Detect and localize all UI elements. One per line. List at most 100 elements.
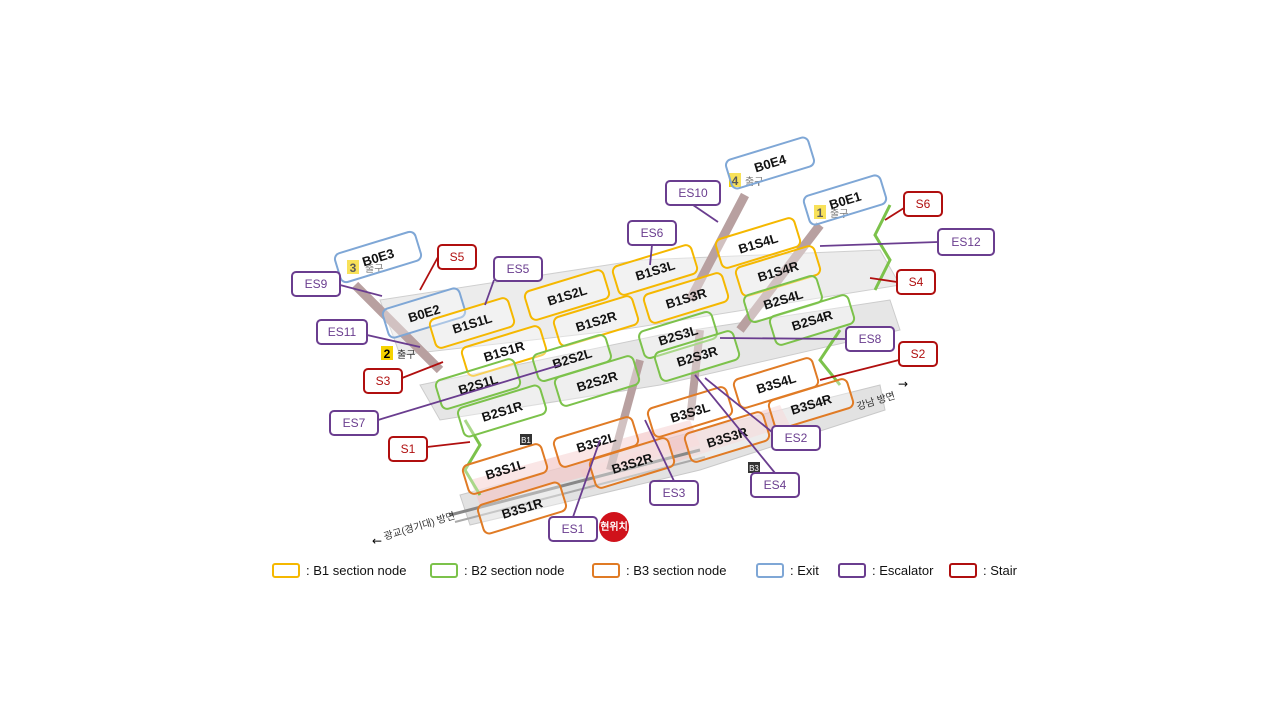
current-location-marker: [599, 512, 629, 542]
callout-es12: ES12: [937, 228, 995, 256]
callout-box: [750, 472, 800, 498]
callouts: ES9S5ES5ES11S3ES7S1ES1ES3ES4ES2ES8S2S4ES…: [291, 180, 995, 542]
legend-label: : Stair: [983, 562, 1017, 578]
callout-label: ES8: [859, 332, 882, 346]
leader-es5: [484, 279, 495, 306]
leader-es8: [719, 337, 847, 340]
exit-number-4: 4: [732, 174, 739, 188]
exit-number-badge: [347, 260, 359, 274]
callout-label: ES11: [328, 325, 357, 339]
legend-swatch: [592, 562, 620, 578]
node-b1s2l: B1S2L: [523, 269, 611, 321]
callout-label: ES2: [785, 431, 808, 445]
callout-es2: ES2: [771, 425, 821, 451]
node-b3s1r: B3S1R: [476, 481, 568, 535]
legend-item-stair: : Stair: [949, 560, 1017, 580]
node-b0e3: B0E3: [333, 230, 423, 284]
node-box: [588, 437, 676, 489]
callout-box: [363, 368, 403, 394]
node-box: [683, 411, 771, 463]
node-b2s3l: B2S3L: [638, 310, 718, 360]
callout-es10: ES10: [665, 180, 721, 206]
callout-box: [437, 244, 477, 270]
section-nodes: B0E3B0E2B0E4B0E1B1S1LB1S1RB1S2LB1S2RB1S3…: [333, 136, 888, 535]
b3-track-left: [470, 420, 700, 505]
leader-s5: [419, 256, 439, 291]
callout-label: ES10: [678, 186, 708, 200]
node-box: [802, 174, 888, 226]
leader-es3: [644, 419, 675, 482]
legend-item-escalator: : Escalator: [838, 560, 933, 580]
callout-box: [493, 256, 543, 282]
leader-es12: [819, 241, 939, 247]
callout-s4: S4: [896, 269, 936, 295]
callout-es1: ES1: [548, 516, 598, 542]
callout-s5: S5: [437, 244, 477, 270]
rail-line: [449, 448, 701, 517]
callout-s2: S2: [898, 341, 938, 367]
node-box: [333, 230, 423, 284]
callout-label: S2: [911, 347, 926, 361]
legend-label: : Escalator: [872, 562, 934, 578]
legend-item-b1: : B1 section node: [272, 560, 406, 580]
arrow-right-icon: →: [898, 377, 908, 391]
node-b1s2r: B1S2R: [552, 295, 640, 347]
node-b2s2r: B2S2R: [553, 355, 641, 407]
callout-s3: S3: [363, 368, 403, 394]
node-box: [714, 217, 802, 269]
leader-es6: [649, 244, 653, 266]
node-b3s1l: B3S1L: [461, 443, 549, 495]
callout-box: [845, 326, 895, 352]
callout-es8: ES8: [845, 326, 895, 352]
exit-number-2: 2: [384, 347, 391, 361]
node-b1s1r: B1S1R: [460, 325, 548, 377]
callout-label: ES12: [951, 235, 981, 249]
callout-label: S1: [401, 442, 416, 456]
floor-marker: [748, 462, 760, 473]
node-box: [553, 355, 641, 407]
node-b0e4: B0E4: [724, 136, 816, 190]
callout-label: ES3: [663, 486, 686, 500]
arrow-left-icon: ←: [372, 534, 382, 548]
node-b3s3l: B3S3L: [646, 386, 734, 438]
node-box: [638, 310, 718, 360]
node-b3s2r: B3S2R: [588, 437, 676, 489]
callout-es6: ES6: [627, 220, 677, 246]
callout-es9: ES9: [291, 271, 341, 297]
legend-swatch: [272, 562, 300, 578]
callout-box: [316, 319, 368, 345]
escalator-shaft: [736, 222, 824, 333]
callout-box: [937, 228, 995, 256]
leader-s4: [869, 277, 898, 283]
leader-es10: [692, 204, 719, 223]
exit-number-badge: [814, 205, 826, 219]
leader-es11: [366, 334, 421, 348]
legend-label: : B3 section node: [626, 562, 727, 578]
callout-es4: ES4: [750, 472, 800, 498]
node-b1s1l: B1S1L: [428, 297, 516, 349]
legend-label: : B1 section node: [306, 562, 407, 578]
callout-box: [771, 425, 821, 451]
callout-es3: ES3: [649, 480, 699, 506]
leader-s3: [401, 361, 444, 379]
leader-es1: [572, 439, 601, 518]
node-box: [456, 384, 548, 438]
legend-item-b2: : B2 section node: [430, 560, 564, 580]
legend-label: : Exit: [790, 562, 819, 578]
floor-marker-b1: B1: [521, 436, 531, 445]
node-box: [642, 272, 730, 324]
legend-swatch: [430, 562, 458, 578]
callout-leaders: [339, 204, 939, 518]
callout-label: S3: [376, 374, 391, 388]
leader-es4: [694, 374, 776, 474]
legend: : B1 section node : B2 section node : B3 s…: [272, 560, 1032, 582]
callout-es11: ES11: [316, 319, 368, 345]
legend-item-exit: : Exit: [756, 560, 819, 580]
callout-box: [665, 180, 721, 206]
legend-swatch: [756, 562, 784, 578]
node-box: [381, 287, 467, 339]
current-location-label: 현위치: [600, 520, 628, 533]
node-b3s3r: B3S3R: [683, 411, 771, 463]
node-b2s4r: B2S4R: [768, 294, 856, 346]
node-box: [461, 443, 549, 495]
